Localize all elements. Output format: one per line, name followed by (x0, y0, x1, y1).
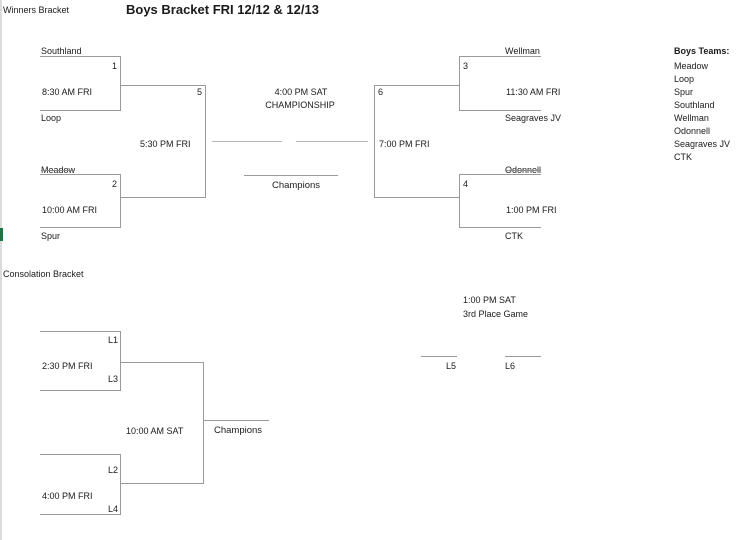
game2-bracket-vertical (120, 174, 121, 228)
third-place-left-line (421, 356, 457, 357)
consolation-champions-line (203, 420, 269, 421)
team-list-item: Spur (674, 87, 694, 97)
game5-top-line (120, 85, 206, 86)
game4-time: 1:00 PM FRI (506, 205, 557, 215)
consolation-bracket-label: Consolation Bracket (3, 269, 84, 279)
championship-right-slot (296, 141, 368, 142)
game4-bottom-team[interactable]: CTK (505, 231, 523, 241)
game3-bottom-line (459, 110, 541, 111)
game5-bracket-vertical (205, 85, 206, 198)
consolation-final-time: 10:00 AM SAT (126, 426, 184, 436)
game4-bracket-vertical (459, 174, 460, 228)
team-list-item: Wellman (674, 113, 709, 123)
game4-top-line (459, 174, 541, 175)
game5-number: 5 (197, 87, 203, 97)
third-place-right-line (505, 356, 541, 357)
game2-time: 10:00 AM FRI (42, 205, 98, 215)
game2-top-line (40, 174, 121, 175)
winners-bracket-label: Winners Bracket (3, 5, 70, 15)
team-list-item: Seagraves JV (674, 139, 731, 149)
game6-number: 6 (378, 87, 384, 97)
third-place-time: 1:00 PM SAT (463, 295, 516, 305)
game1-top-line (40, 56, 121, 57)
game4-top-team[interactable]: Odonnell (505, 165, 542, 175)
selected-row-marker (0, 228, 3, 241)
sheet-left-edge (0, 0, 2, 540)
game3-top-line (459, 56, 541, 57)
consolation-b-vertical (120, 454, 121, 514)
game1-top-team[interactable]: Southland (41, 46, 82, 56)
consolation-a-top-line (40, 331, 121, 332)
championship-left-slot (212, 141, 282, 142)
game6-bracket-vertical (374, 85, 375, 198)
game6-top-line (374, 85, 459, 86)
game1-time: 8:30 AM FRI (42, 87, 93, 97)
champions-line (244, 175, 338, 176)
consolation-b-top-seed: L2 (108, 465, 119, 475)
game2-bottom-line (40, 227, 121, 228)
team-list-item: CTK (674, 152, 692, 162)
team-list-item: Southland (674, 100, 715, 110)
third-place-left-seed: L5 (446, 361, 457, 371)
consolation-b-bottom-line (40, 514, 121, 515)
consolation-b-top-line (40, 454, 121, 455)
team-list-item: Odonnell (674, 126, 711, 136)
game3-bracket-vertical (459, 56, 460, 110)
game3-top-team[interactable]: Wellman (505, 46, 540, 56)
team-list-item: Loop (674, 74, 695, 84)
consolation-b-bottom-seed: L4 (108, 504, 119, 514)
championship-time: 4:00 PM SAT (274, 87, 328, 97)
game1-bracket-vertical (120, 56, 121, 110)
consolation-a-bottom-line (40, 390, 121, 391)
game4-bottom-line (459, 227, 541, 228)
game3-bottom-team[interactable]: Seagraves JV (505, 113, 562, 123)
consolation-champions-label: Champions (214, 425, 263, 436)
game6-time: 7:00 PM FRI (379, 139, 430, 149)
team-list-item: Meadow (674, 61, 709, 71)
game4-number: 4 (463, 179, 469, 189)
teams-heading: Boys Teams: (674, 46, 730, 56)
game1-number: 1 (112, 61, 118, 71)
game2-bottom-team[interactable]: Spur (41, 231, 61, 241)
consolation-a-vertical (120, 331, 121, 390)
consolation-final-bottom-line (120, 483, 204, 484)
game3-number: 3 (463, 61, 469, 71)
game5-bottom-line (120, 197, 206, 198)
consolation-a-bottom-seed: L3 (108, 374, 119, 384)
game3-time: 11:30 AM FRI (506, 87, 561, 97)
consolation-a-top-seed: L1 (108, 335, 119, 345)
game1-bottom-line (40, 110, 121, 111)
champions-label: Champions (271, 180, 321, 191)
game2-number: 2 (112, 179, 118, 189)
game1-bottom-team[interactable]: Loop (41, 113, 62, 123)
page-title: Boys Bracket FRI 12/12 & 12/13 (126, 2, 319, 17)
game2-top-team[interactable]: Meadow (41, 165, 76, 175)
consolation-final-vertical (203, 362, 204, 483)
game6-bottom-line (374, 197, 459, 198)
game5-time: 5:30 PM FRI (140, 139, 191, 149)
third-place-right-seed: L6 (505, 361, 516, 371)
consolation-b-time: 4:00 PM FRI (42, 491, 93, 501)
consolation-final-top-line (120, 362, 204, 363)
consolation-a-time: 2:30 PM FRI (42, 361, 93, 371)
championship-label: CHAMPIONSHIP (265, 100, 335, 110)
third-place-label: 3rd Place Game (463, 309, 529, 319)
